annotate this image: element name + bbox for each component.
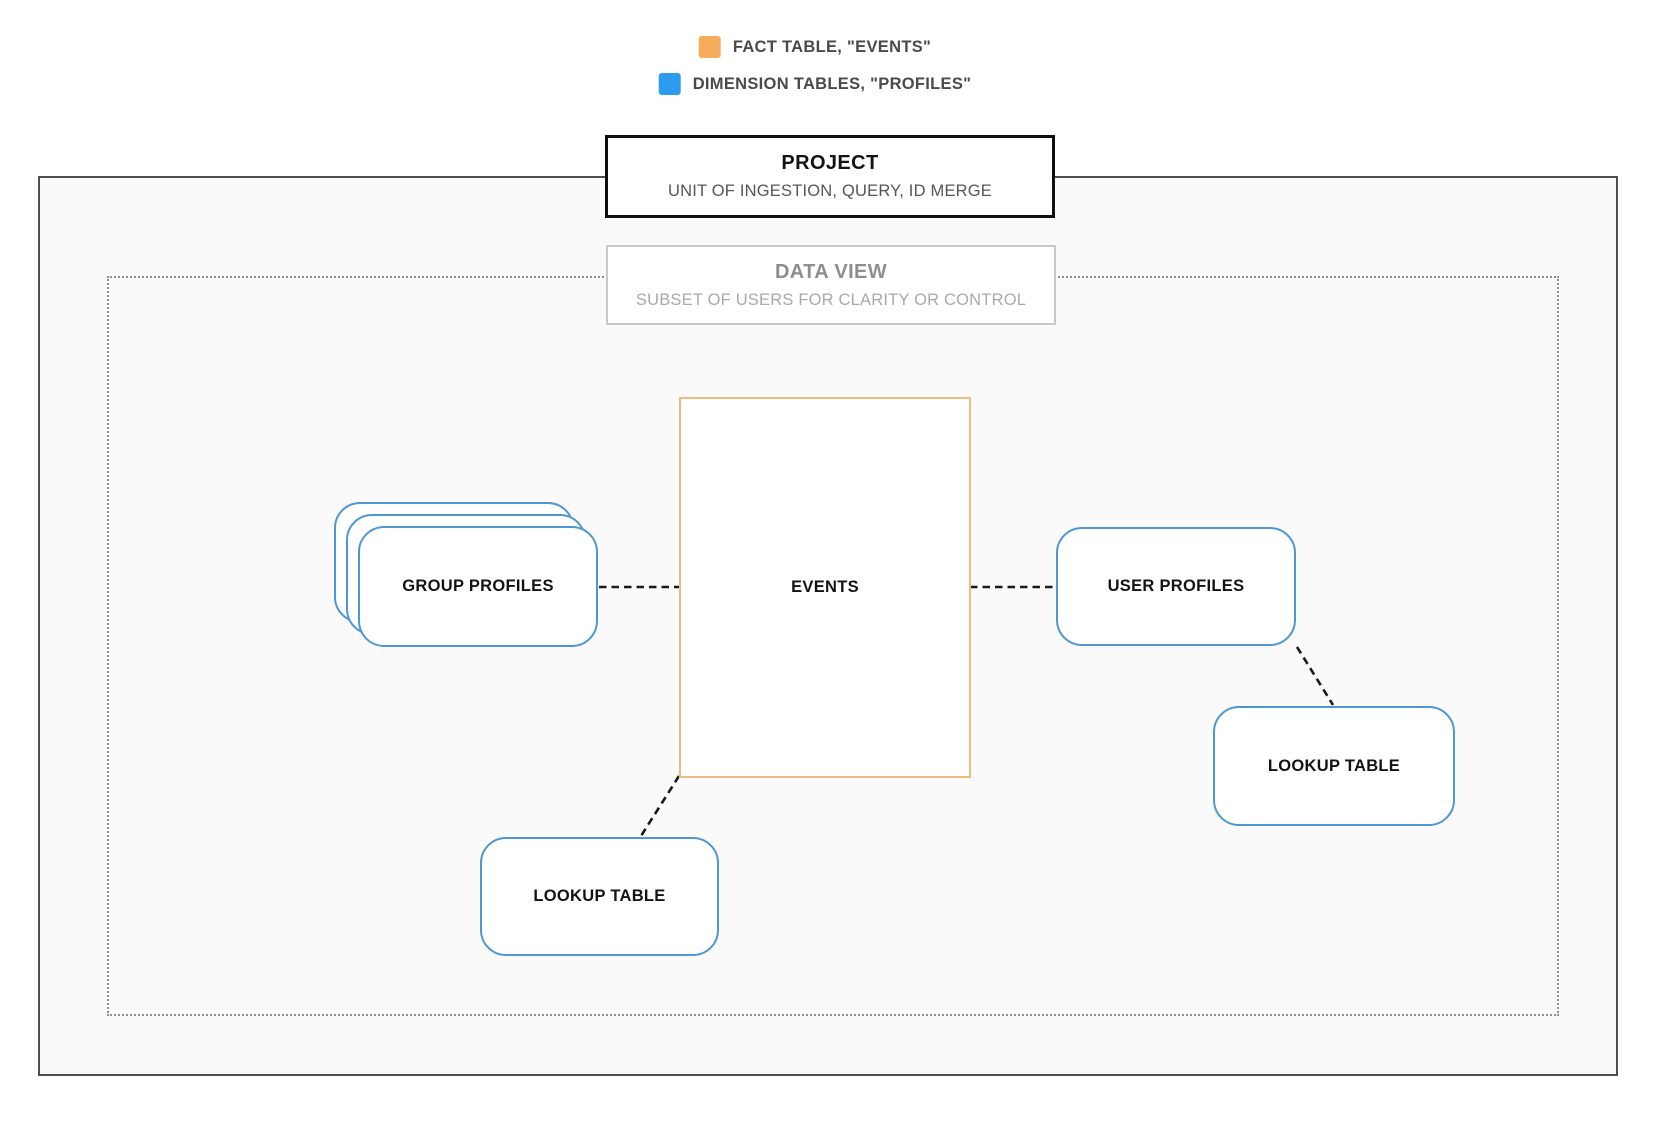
legend: FACT TABLE, "EVENTS" DIMENSION TABLES, "…: [658, 36, 972, 95]
node-events: EVENTS: [679, 397, 971, 778]
edge-events-lookup-table: [639, 775, 681, 837]
project-title: PROJECT: [781, 152, 879, 174]
legend-label-fact: FACT TABLE, "EVENTS": [732, 37, 932, 56]
data-view-subtitle: SUBSET OF USERS FOR CLARITY OR CONTROL: [635, 290, 1027, 309]
project-label-box: PROJECT UNIT OF INGESTION, QUERY, ID MER…: [605, 135, 1055, 218]
dimension-table-swatch-icon: [658, 73, 681, 95]
node-group-profiles: GROUP PROFILES: [358, 526, 598, 647]
lookup-table-right-label: LOOKUP TABLE: [1267, 756, 1401, 775]
legend-item-fact: FACT TABLE, "EVENTS": [698, 36, 932, 58]
data-view-title: DATA VIEW: [774, 260, 888, 283]
events-label: EVENTS: [791, 578, 859, 596]
legend-item-dimension: DIMENSION TABLES, "PROFILES": [658, 73, 972, 95]
lookup-table-bottom-label: LOOKUP TABLE: [533, 887, 666, 905]
data-view-label-box: DATA VIEW SUBSET OF USERS FOR CLARITY OR…: [606, 245, 1056, 325]
project-subtitle: UNIT OF INGESTION, QUERY, ID MERGE: [667, 182, 992, 200]
node-lookup-table-right: LOOKUP TABLE: [1213, 706, 1455, 826]
user-profiles-label: USER PROFILES: [1107, 577, 1245, 595]
node-lookup-table-bottom: LOOKUP TABLE: [480, 837, 719, 956]
group-profiles-label: GROUP PROFILES: [402, 577, 554, 595]
edge-user-profiles-lookup-table: [1295, 646, 1335, 706]
fact-table-swatch-icon: [698, 36, 721, 58]
node-user-profiles: USER PROFILES: [1056, 527, 1296, 646]
legend-label-dimension: DIMENSION TABLES, "PROFILES": [692, 74, 972, 93]
